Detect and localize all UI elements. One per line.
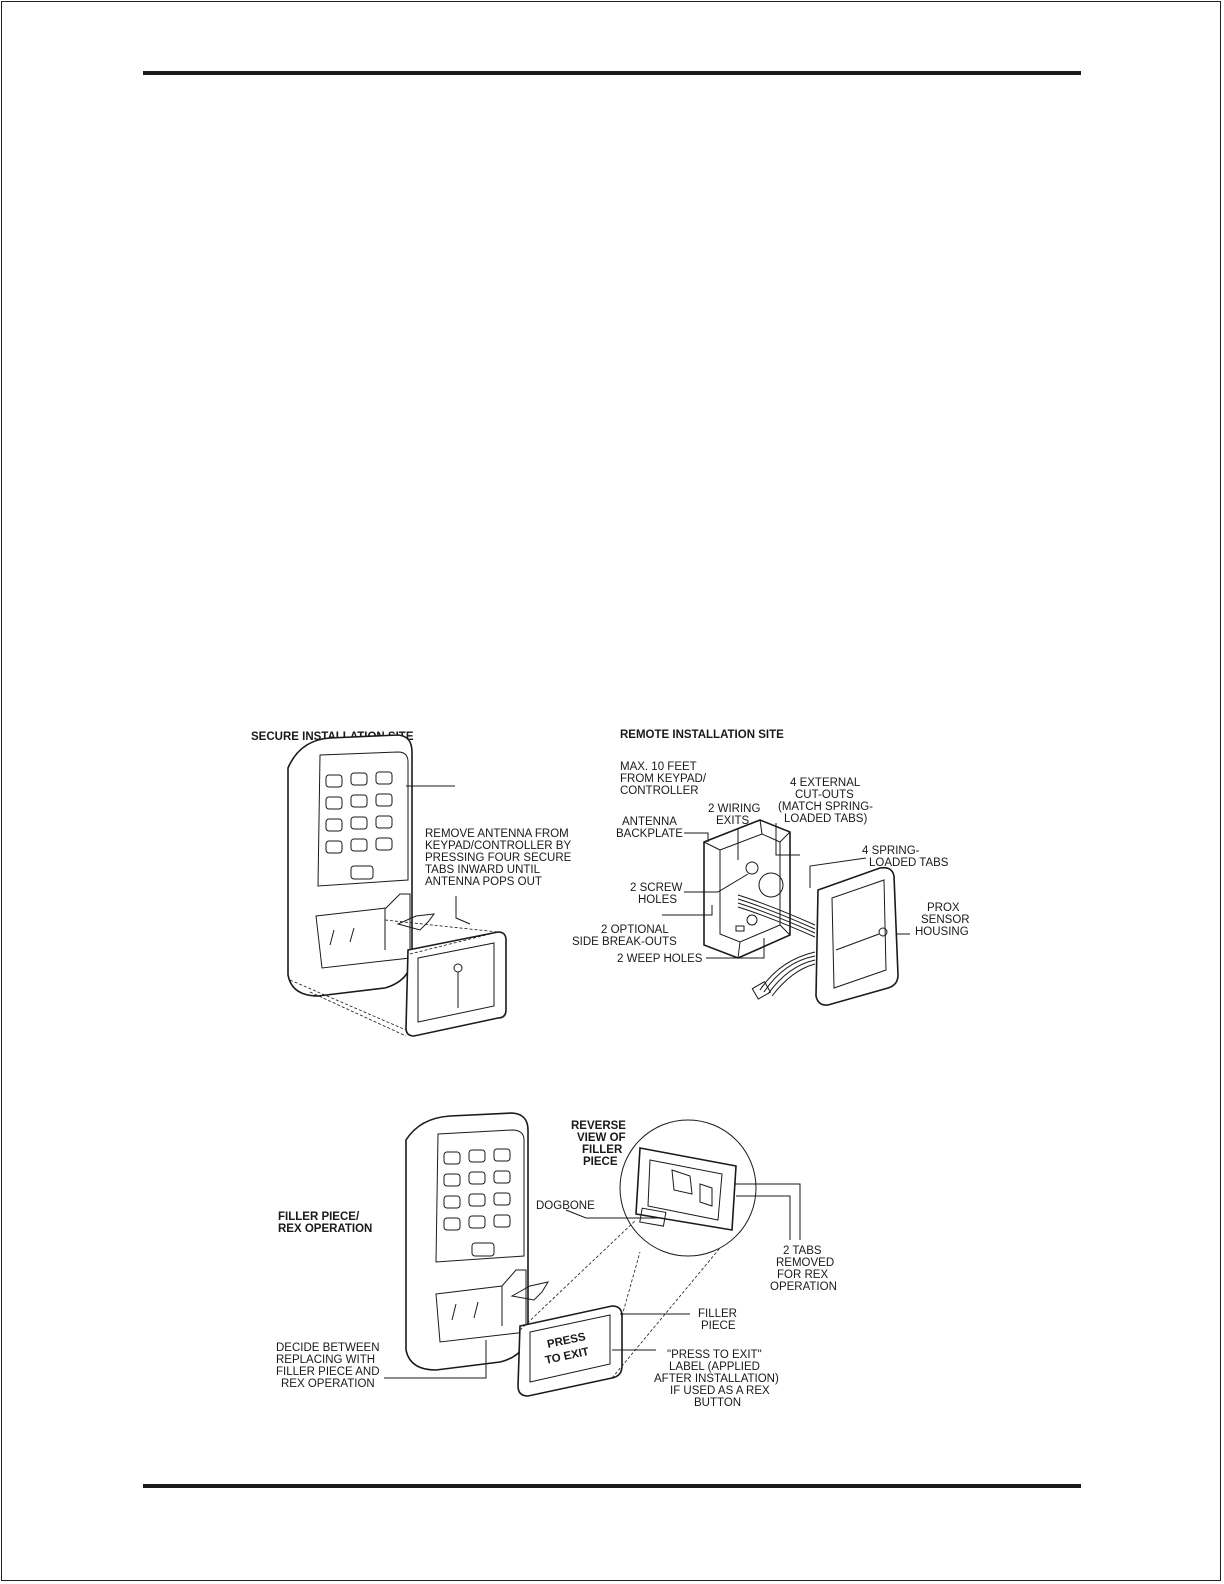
remote-installation-figure: REMOTE INSTALLATION SITE MAX. 10 FEET FR… [572,729,970,1006]
antenna-cavity [315,893,411,969]
svg-text:SIDE BREAK-OUTS: SIDE BREAK-OUTS [572,936,677,948]
svg-text:ANTENNA: ANTENNA [622,816,677,828]
svg-text:FILLER PIECE/: FILLER PIECE/ [278,1211,360,1223]
footer-rule [143,1484,1081,1488]
prox-sensor-housing [815,866,899,1006]
svg-text:REMOVED: REMOVED [776,1257,834,1269]
svg-text:IF USED AS A REX: IF USED AS A REX [670,1385,770,1397]
svg-text:EXITS: EXITS [716,815,750,827]
svg-text:FROM KEYPAD/: FROM KEYPAD/ [620,773,707,785]
svg-text:REMOVE ANTENNA FROM: REMOVE ANTENNA FROM [425,828,569,840]
svg-text:LOADED TABS: LOADED TABS [869,857,949,869]
side-breakouts-label: 2 OPTIONAL SIDE BREAK-OUTS [572,924,677,948]
reverse-view-circle [619,1119,757,1257]
svg-text:PIECE: PIECE [701,1320,736,1332]
antenna-backplate-label: ANTENNA BACKPLATE [616,816,683,840]
pop-out-arrow [396,913,436,931]
keypad-keys [325,771,393,880]
filler-piece-label: FILLER PIECE [698,1308,737,1332]
svg-text:FILLER PIECE AND: FILLER PIECE AND [276,1366,380,1378]
svg-text:REVERSE: REVERSE [571,1120,626,1132]
svg-text:KEYPAD/CONTROLLER BY: KEYPAD/CONTROLLER BY [425,840,571,852]
svg-text:MAX. 10 FEET: MAX. 10 FEET [620,761,697,773]
svg-text:SENSOR: SENSOR [921,914,970,926]
dogbone-label: DOGBONE [536,1200,595,1212]
svg-text:AFTER INSTALLATION): AFTER INSTALLATION) [654,1373,779,1385]
svg-text:4 SPRING-: 4 SPRING- [862,845,920,857]
svg-text:LABEL (APPLIED: LABEL (APPLIED [669,1361,760,1373]
keypad-keys-rex [443,1148,511,1257]
svg-text:BACKPLATE: BACKPLATE [616,828,683,840]
decide-label: DECIDE BETWEEN REPLACING WITH FILLER PIE… [276,1342,380,1390]
svg-text:CONTROLLER: CONTROLLER [620,785,699,797]
svg-text:2 TABS: 2 TABS [783,1245,822,1257]
svg-text:2 SCREW: 2 SCREW [630,882,683,894]
filler-piece [517,1305,623,1397]
svg-text:ANTENNA POPS OUT: ANTENNA POPS OUT [425,876,542,888]
svg-text:VIEW OF: VIEW OF [577,1132,626,1144]
wiring-exits-label: 2 WIRING EXITS [708,803,760,827]
max-distance-label: MAX. 10 FEET FROM KEYPAD/ CONTROLLER [620,761,707,797]
svg-text:(MATCH SPRING-: (MATCH SPRING- [778,801,873,813]
svg-text:FILLER: FILLER [698,1308,737,1320]
antenna-module [405,931,507,1037]
spring-tabs-label: 4 SPRING- LOADED TABS [862,845,949,869]
remote-title: REMOTE INSTALLATION SITE [620,729,784,741]
svg-text:"PRESS TO EXIT": "PRESS TO EXIT" [667,1349,762,1361]
svg-text:PROX: PROX [927,902,960,914]
svg-text:TABS INWARD UNTIL: TABS INWARD UNTIL [425,864,541,876]
screw-holes-label: 2 SCREW HOLES [630,882,683,906]
svg-text:REX OPERATION: REX OPERATION [278,1223,372,1235]
svg-text:BUTTON: BUTTON [694,1397,741,1409]
prox-housing-label: PROX SENSOR HOUSING [915,902,970,938]
filler-title: FILLER PIECE/ REX OPERATION [278,1211,372,1235]
svg-text:HOLES: HOLES [638,894,677,906]
keypad-body [287,734,413,997]
secure-installation-figure: SECURE INSTALLATION SITE REMOVE ANTENNA … [251,731,572,1037]
reverse-view-label: REVERSE VIEW OF FILLER PIECE [571,1120,626,1168]
svg-text:FILLER: FILLER [582,1144,623,1156]
svg-text:2 WIRING: 2 WIRING [708,803,760,815]
filler-piece-figure: FILLER PIECE/ REX OPERATION REVERSE VIEW… [276,1112,837,1409]
svg-text:OPERATION: OPERATION [770,1281,837,1293]
external-cutouts-label: 4 EXTERNAL CUT-OUTS (MATCH SPRING- LOADE… [778,777,873,825]
svg-text:REX OPERATION: REX OPERATION [281,1378,375,1390]
svg-text:PRESSING FOUR SECURE: PRESSING FOUR SECURE [425,852,572,864]
press-to-exit-label: "PRESS TO EXIT" LABEL (APPLIED AFTER INS… [654,1349,779,1409]
svg-text:CUT-OUTS: CUT-OUTS [795,789,854,801]
svg-text:4 EXTERNAL: 4 EXTERNAL [790,777,861,789]
svg-text:HOUSING: HOUSING [915,926,969,938]
svg-text:LOADED TABS): LOADED TABS) [784,813,867,825]
header-rule [143,71,1081,75]
svg-text:PIECE: PIECE [583,1156,618,1168]
svg-text:2 OPTIONAL: 2 OPTIONAL [601,924,669,936]
svg-text:FOR REX: FOR REX [777,1269,828,1281]
svg-text:DECIDE BETWEEN: DECIDE BETWEEN [276,1342,380,1354]
keypad-face [317,751,409,887]
svg-text:REPLACING WITH: REPLACING WITH [276,1354,375,1366]
tabs-removed-label: 2 TABS REMOVED FOR REX OPERATION [770,1245,837,1293]
weep-holes-label: 2 WEEP HOLES [617,953,703,965]
remove-antenna-callout: REMOVE ANTENNA FROM KEYPAD/CONTROLLER BY… [425,828,572,888]
